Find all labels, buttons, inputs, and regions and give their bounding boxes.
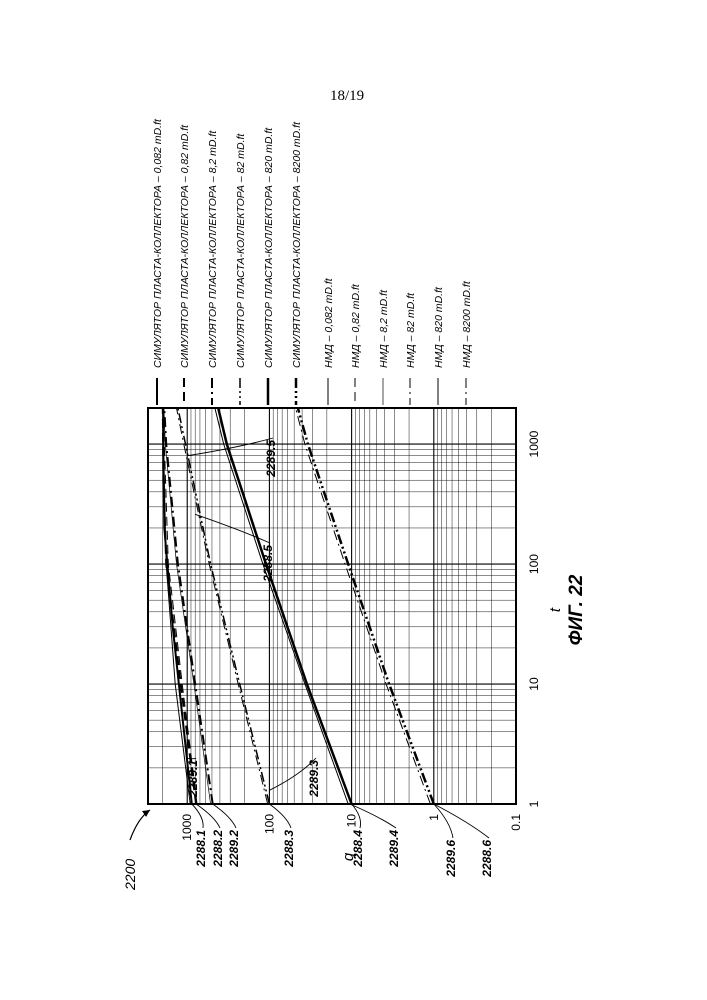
reference-label: 2289.5	[264, 440, 278, 478]
legend-label: СИМУЛЯТОР ПЛАСТА-КОЛЛЕКТОРА – 0,082 mD.f…	[152, 118, 164, 368]
legend-label: СИМУЛЯТОР ПЛАСТА-КОЛЛЕКТОРА – 820 mD.ft	[263, 127, 275, 368]
series-line-5	[218, 408, 351, 804]
series-line-8	[163, 408, 197, 804]
reference-label: 2288.2	[211, 830, 225, 868]
legend-label: НМД – 82 mD.ft	[405, 292, 417, 368]
y-tick-label: 0.1	[509, 814, 523, 831]
reference-label: 2289.6	[444, 840, 458, 878]
figure-ref-number: 2200	[122, 859, 138, 891]
legend-label: СИМУЛЯТОР ПЛАСТА-КОЛЛЕКТОРА – 0,82 mD.ft	[179, 124, 191, 368]
label-leader-line	[213, 804, 236, 828]
legend-label: СИМУЛЯТОР ПЛАСТА-КОЛЛЕКТОРА – 82 mD.ft	[235, 133, 247, 368]
legend-label: НМД – 8,2 mD.ft	[378, 289, 390, 368]
reference-label: 2288.3	[282, 830, 296, 868]
reference-label: 2288.1	[194, 830, 208, 868]
y-tick-label: 1000	[180, 814, 194, 841]
reference-label: 2289.2	[227, 830, 241, 868]
label-leader-line	[196, 804, 220, 828]
label-leader-line	[434, 804, 489, 838]
reference-label: 2289.4	[387, 830, 401, 868]
x-tick-label: 100	[527, 554, 541, 574]
reference-label: 2288.6	[480, 840, 494, 878]
legend-label: НМД – 0,82 mD.ft	[350, 283, 362, 368]
x-axis-symbol: t	[547, 607, 564, 612]
legend-label: НМД – 8200 mD.ft	[461, 280, 473, 368]
figure-ref-arrow	[130, 810, 150, 840]
y-tick-label: 10	[345, 814, 359, 828]
reference-label: 2288.5	[261, 545, 275, 583]
reference-label: 2289.3	[307, 760, 321, 798]
figure-caption: ФИГ. 22	[566, 574, 587, 645]
x-tick-label: 10	[527, 677, 541, 691]
y-tick-label: 1	[427, 814, 441, 821]
x-tick-label: 1	[527, 800, 541, 807]
x-tick-label: 1000	[527, 430, 541, 457]
legend: СИМУЛЯТОР ПЛАСТА-КОЛЛЕКТОРА – 0,082 mD.f…	[152, 118, 473, 405]
legend-label: СИМУЛЯТОР ПЛАСТА-КОЛЛЕКТОРА – 8,2 mD.ft	[207, 130, 219, 368]
series-line-6	[298, 408, 434, 804]
legend-label: НМД – 820 mD.ft	[433, 286, 445, 368]
y-axis-symbol: q	[340, 852, 357, 861]
y-tick-label: 100	[262, 814, 276, 834]
reference-label: 2289.1	[186, 760, 200, 798]
series-line-4	[178, 408, 270, 804]
plot-curves	[163, 408, 434, 804]
legend-label: СИМУЛЯТОР ПЛАСТА-КОЛЛЕКТОРА – 8200 mD.ft	[291, 121, 303, 368]
legend-label: НМД – 0,082 mD.ft	[323, 277, 335, 368]
reference-leaders: 2288.12288.22289.22288.32288.42289.42289…	[186, 438, 494, 878]
